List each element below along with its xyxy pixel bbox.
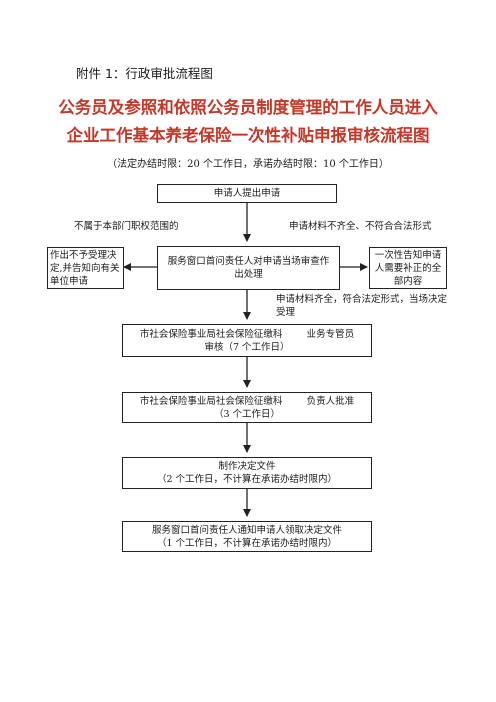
step-specialist-review: 市社会保险事业局社会保险征缴科 业务专管员 审核（7 个工作日）	[122, 324, 372, 357]
box-supplement-notice-text: 一次性告知申请人需要补正的全部内容	[374, 249, 442, 287]
step-notify-collect-line1: 服务窗口首问责任人通知申请人领取决定文件	[151, 524, 342, 536]
box-reject-decision-text: 作出不予受理决定,并告知向有关单位申请	[50, 249, 120, 287]
box-supplement-notice: 一次性告知申请人需要补正的全部内容	[369, 247, 447, 289]
step-window-review-text: 服务窗口首问责任人对申请当场审查作出处理	[167, 256, 330, 280]
step-make-decision: 制作决定文件 （2 个工作日，不计算在承诺办结时限内）	[122, 457, 372, 489]
box-reject-decision: 作出不予受理决定,并告知向有关单位申请	[47, 247, 124, 289]
time-limit-subtitle: （法定办结时限：20 个工作日，承诺办结时限：10 个工作日）	[107, 159, 389, 170]
step-notify-collect: 服务窗口首问责任人通知申请人领取决定文件 （1 个工作日，不计算在承诺办结时限内…	[122, 521, 372, 552]
label-incomplete: 申请材料不齐全、不符合合法形式	[289, 221, 432, 232]
attachment-label: 附件 1：行政审批流程图	[76, 66, 213, 81]
step-specialist-review-line1: 市社会保险事业局社会保险征缴科 业务专管员	[139, 328, 355, 340]
step-window-review: 服务窗口首问责任人对申请当场审查作出处理	[157, 246, 340, 290]
step-apply: 申请人提出申请	[157, 184, 337, 203]
step-head-approval-line2: （3 个工作日）	[213, 408, 281, 420]
step-specialist-review-line2: 审核（7 个工作日）	[204, 341, 290, 353]
page-title-line-2: 企业工作基本养老保险一次性补贴申报审核流程图	[66, 126, 430, 145]
label-out-of-scope: 不属于本部门职权范围的	[74, 221, 179, 232]
label-accepted: 申请材料齐全，符合法定形式，当场决定受理	[276, 294, 448, 318]
step-head-approval-line1: 市社会保险事业局社会保险征缴科 负责人批准	[139, 395, 355, 407]
page-title-line-1: 公务员及参照和依照公务员制度管理的工作人员进入	[58, 98, 438, 117]
step-make-decision-line1: 制作决定文件	[218, 461, 276, 472]
step-head-approval: 市社会保险事业局社会保险征缴科 负责人批准 （3 个工作日）	[122, 392, 372, 423]
step-notify-collect-line2: （1 个工作日，不计算在承诺办结时限内）	[156, 537, 338, 549]
step-make-decision-line2: （2 个工作日，不计算在承诺办结时限内）	[156, 474, 338, 485]
step-apply-text: 申请人提出申请	[213, 188, 281, 199]
